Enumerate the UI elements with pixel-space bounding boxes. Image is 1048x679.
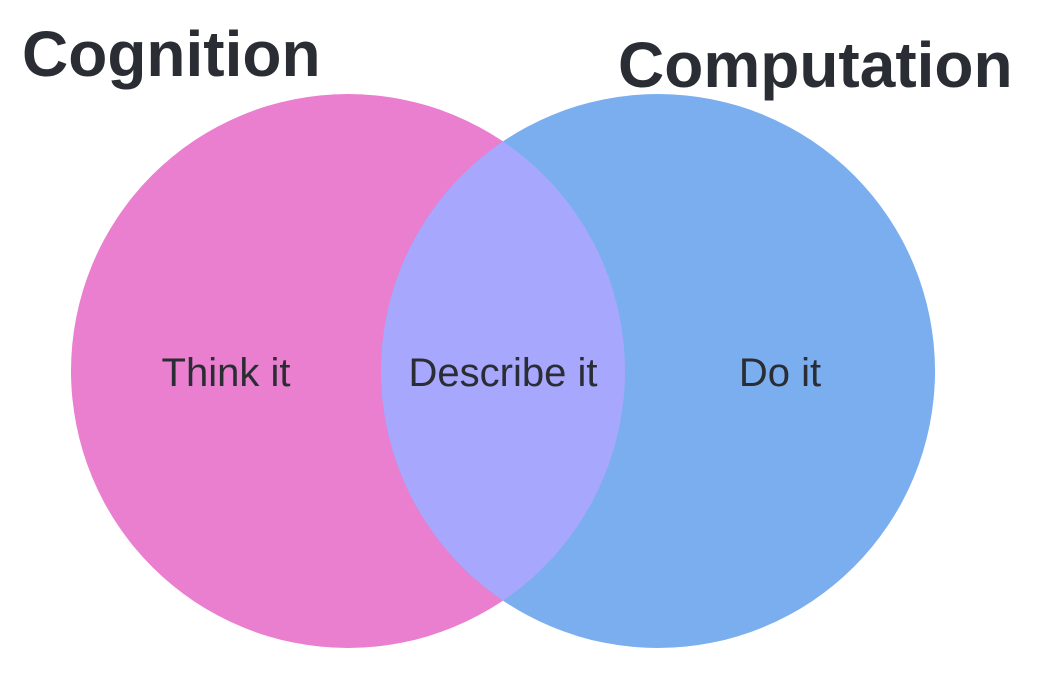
do-it-label: Do it bbox=[739, 351, 821, 395]
think-it-label: Think it bbox=[162, 351, 291, 395]
overlap-region bbox=[381, 94, 625, 648]
computation-title: Computation bbox=[618, 29, 1013, 101]
describe-it-label: Describe it bbox=[409, 351, 598, 395]
cognition-title: Cognition bbox=[22, 18, 321, 90]
